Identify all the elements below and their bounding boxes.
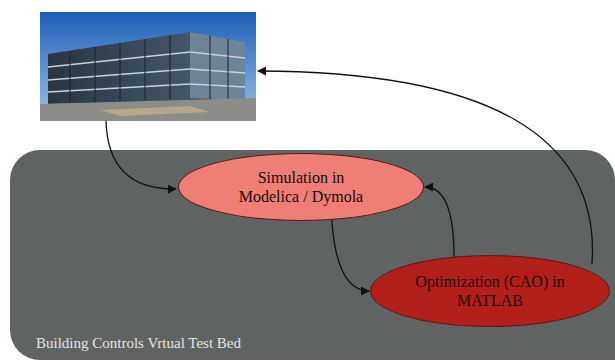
node-text: Simulation in Modelica / Dymola bbox=[231, 168, 371, 206]
test-bed-panel: Building Controls Vrtual Test Bed Simulat… bbox=[10, 150, 615, 360]
panel-label: Building Controls Vrtual Test Bed bbox=[36, 335, 241, 352]
flow-arrow bbox=[332, 220, 369, 291]
building-photo bbox=[40, 12, 256, 121]
photo-to-simulation-arrow bbox=[106, 121, 176, 189]
node-text: Optimization (CAO) in MATLAB bbox=[415, 272, 565, 310]
optimization-ellipse: Optimization (CAO) in MATLAB bbox=[370, 255, 610, 327]
flow-arrow bbox=[425, 187, 454, 257]
simulation-ellipse: Simulation in Modelica / Dymola bbox=[178, 153, 424, 221]
